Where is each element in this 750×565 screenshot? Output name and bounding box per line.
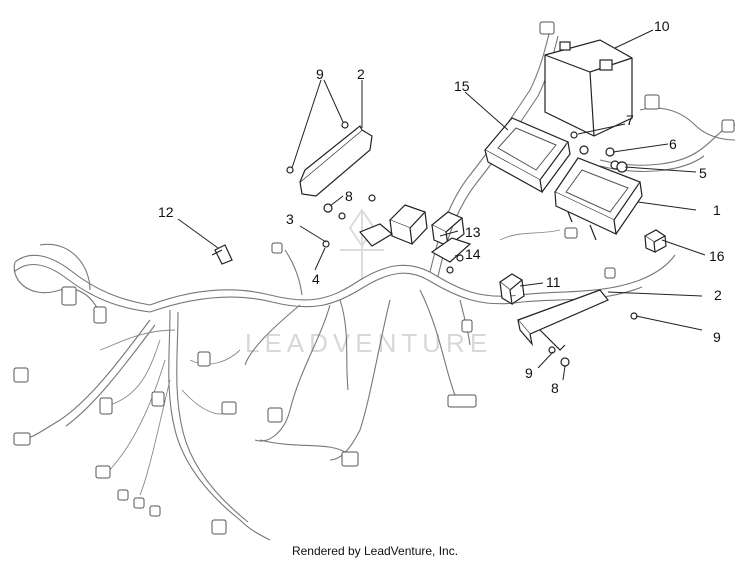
fuse-box-tray [484, 117, 571, 194]
harness-clip [211, 244, 233, 265]
watermark-text: LEADVENTURE [245, 328, 492, 358]
callout-labels: 10 9 2 15 7 6 5 8 1 12 3 13 14 4 16 11 2… [158, 18, 725, 396]
connector-plug [721, 119, 735, 133]
connector-plug [604, 267, 616, 279]
mounting-bracket-upper [286, 121, 373, 213]
callout-2: 2 [714, 287, 722, 303]
callout-10: 10 [654, 18, 670, 34]
callout-14: 14 [465, 246, 481, 262]
connector-plug [149, 505, 161, 517]
callout-7: 7 [626, 112, 634, 128]
connector-plug [99, 397, 113, 415]
callout-8: 8 [345, 188, 353, 204]
connector-plug [151, 391, 165, 407]
footer-credit: Rendered by LeadVenture, Inc. [291, 544, 459, 558]
connector-plug [447, 394, 477, 408]
connector-plug [221, 401, 237, 415]
battery [544, 39, 633, 137]
callout-12: 12 [158, 204, 174, 220]
connector-plug [461, 319, 473, 333]
connector-plug [564, 227, 578, 239]
connector-plug [61, 286, 77, 306]
leader-lines [177, 29, 706, 381]
connector-plug [539, 21, 555, 35]
relay-small [643, 229, 667, 253]
callout-6: 6 [669, 136, 677, 152]
nut-washer-set [570, 131, 628, 173]
watermark-logo: LEADVENTURE [245, 208, 492, 358]
wiring-harness [13, 29, 736, 541]
connector-plug [211, 519, 227, 535]
connector-plug [117, 489, 129, 501]
connector-plug [13, 367, 29, 383]
connector-plug [133, 497, 145, 509]
connector-plug [271, 242, 283, 254]
connector-plug [341, 451, 359, 467]
callout-9: 9 [713, 329, 721, 345]
callout-15: 15 [454, 78, 470, 94]
harness-connectors [13, 21, 735, 535]
battery-tray [554, 157, 643, 241]
callout-3: 3 [286, 211, 294, 227]
callout-2: 2 [357, 66, 365, 82]
connector-plug [197, 351, 211, 367]
callout-11: 11 [546, 274, 561, 290]
callout-1: 1 [713, 202, 721, 218]
connector-plug [93, 306, 107, 324]
callout-16: 16 [709, 248, 725, 264]
connector-plug [95, 465, 111, 479]
callout-9: 9 [525, 365, 533, 381]
callout-8: 8 [551, 380, 559, 396]
relay [498, 273, 525, 306]
callout-4: 4 [312, 271, 320, 287]
callout-9: 9 [316, 66, 324, 82]
connector-plug [13, 432, 31, 446]
callout-5: 5 [699, 165, 707, 181]
connector-plug [267, 407, 283, 423]
connector-plug [644, 94, 660, 110]
callout-13: 13 [465, 224, 481, 240]
